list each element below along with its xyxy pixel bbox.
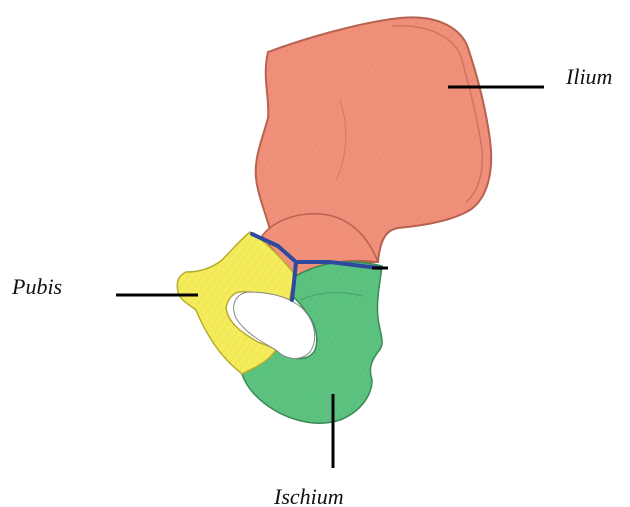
ischium-label: Ischium xyxy=(274,486,344,507)
ilium-label: Ilium xyxy=(566,66,612,88)
pubis-label: Pubis xyxy=(12,276,62,298)
